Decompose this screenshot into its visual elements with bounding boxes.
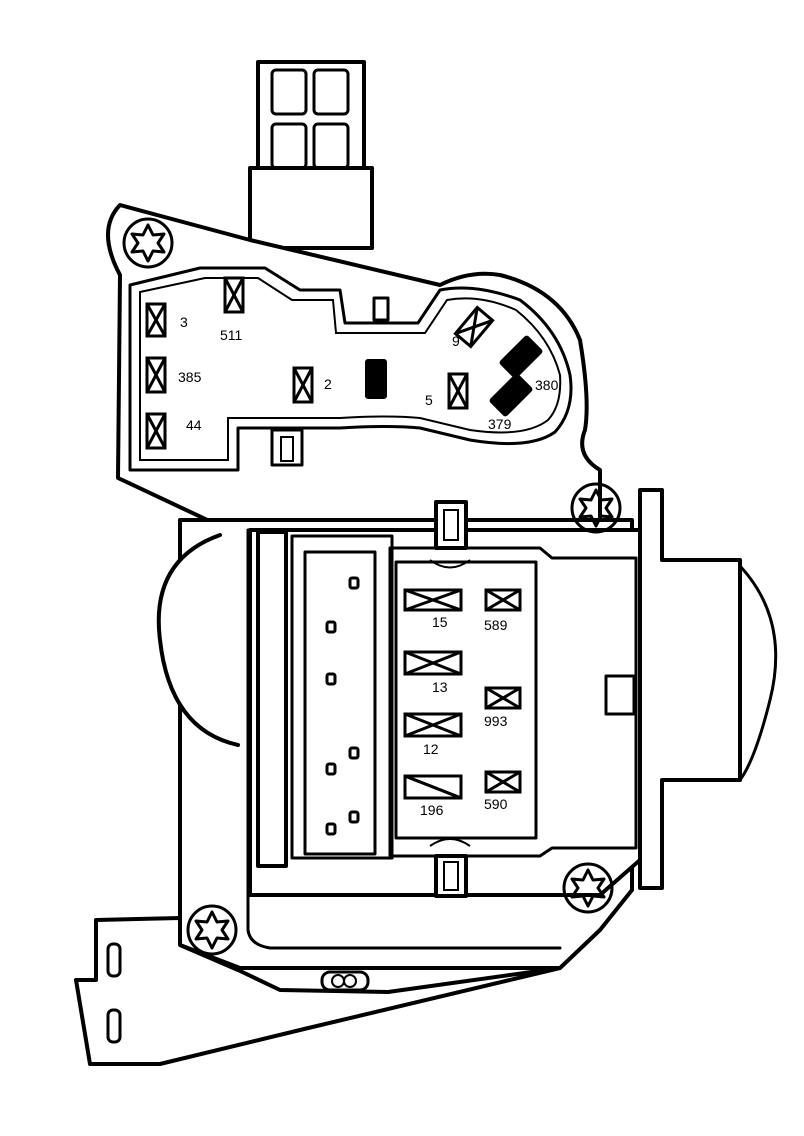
cavity-label-44: 44	[186, 417, 202, 433]
terminal-cavity-icon	[484, 770, 522, 794]
cavity-label-12: 12	[423, 741, 439, 757]
torx-screw-icon	[122, 217, 174, 269]
terminal-cavity-icon	[447, 372, 469, 410]
bottom-bracket	[74, 916, 562, 1066]
cavity-label-9: 9	[452, 333, 460, 349]
terminal-cavity-icon	[145, 302, 167, 338]
torx-screw-icon	[186, 904, 238, 956]
plugged-cavity-icon	[489, 373, 533, 417]
terminal-cavity-icon	[453, 305, 495, 349]
torx-screw-icon	[570, 482, 622, 534]
terminal-cavity-icon	[403, 588, 463, 612]
cavity-label-5: 5	[425, 392, 433, 408]
terminal-cavity-icon	[403, 712, 463, 738]
cavity-label-15: 15	[432, 614, 448, 630]
cavity-label-3: 3	[180, 314, 188, 330]
cavity-label-379: 379	[488, 416, 512, 432]
torx-screw-icon	[562, 862, 614, 914]
cavity-label-196: 196	[420, 802, 444, 818]
lower-connector: 15 589 13 993 12 196 590	[403, 588, 522, 818]
plugged-cavity-icon	[365, 359, 387, 399]
terminal-cavity-icon	[484, 588, 522, 612]
top-plug	[248, 60, 374, 250]
cavity-label-380: 380	[535, 377, 559, 393]
cavity-label-993: 993	[484, 713, 508, 729]
terminal-cavity-icon	[403, 774, 463, 800]
cavity-label-13: 13	[432, 679, 448, 695]
plugged-cavity-icon	[499, 335, 543, 379]
column-cutout	[156, 533, 240, 747]
cavity-label-589: 589	[484, 617, 508, 633]
cavity-label-511: 511	[220, 327, 243, 343]
cavity-label-385: 385	[178, 369, 202, 385]
upper-connector: 3 511 385 44 2 9 5	[145, 276, 559, 450]
terminal-cavity-icon	[145, 412, 167, 450]
terminal-cavity-icon	[292, 366, 314, 404]
terminal-cavity-icon	[145, 356, 167, 394]
lower-housing	[178, 488, 778, 970]
terminal-cavity-icon	[223, 276, 245, 314]
cavity-label-590: 590	[484, 796, 508, 812]
cavity-label-2: 2	[324, 376, 332, 392]
terminal-cavity-icon	[484, 686, 522, 710]
terminal-cavity-icon	[403, 650, 463, 676]
